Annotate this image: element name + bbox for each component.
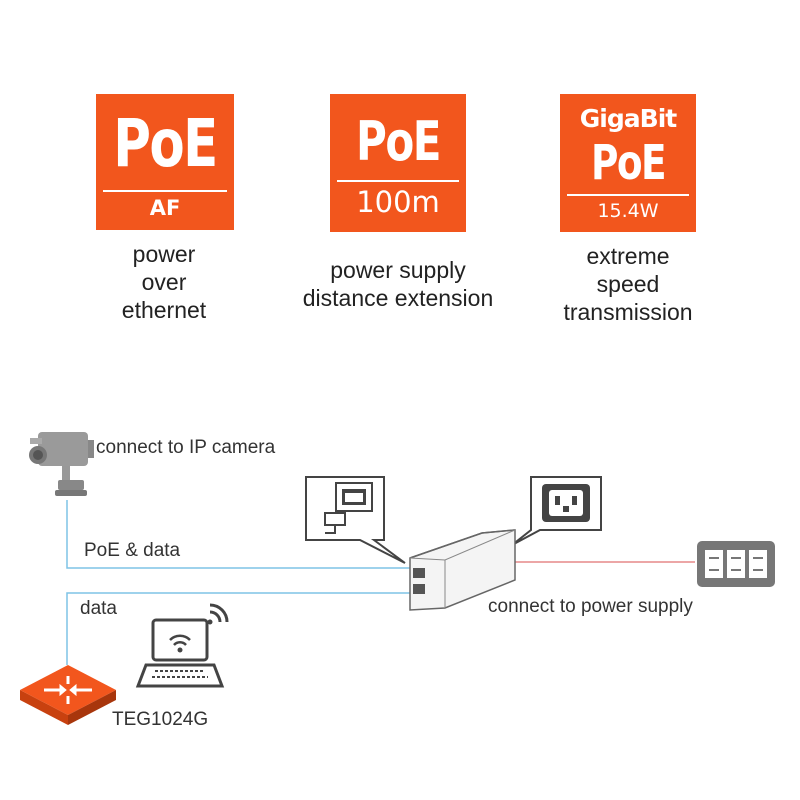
power-socket-callout [511,476,602,546]
ip-camera-icon [29,432,94,496]
poe-100m-badge: PoE 100m [330,94,466,232]
badge-divider [567,194,689,196]
badge-main-text: PoE [590,135,667,191]
badge-divider [337,180,459,182]
power-supply-label: connect to power supply [488,596,693,617]
badge-sub-text: 15.4W [597,200,659,222]
data-label: data [80,598,117,619]
badge-sub-text: 100m [356,185,440,219]
badge-main-text: PoE [113,105,218,182]
wifi-icon [207,603,229,625]
rj45-port-callout [305,476,406,564]
badge-top-text: GigaBit [579,104,677,133]
poe-injector-icon [409,529,516,611]
data-line [66,592,410,665]
badge-divider [103,190,227,192]
badge-main-text: PoE [356,110,441,173]
switch-icon [20,665,116,725]
badge-sub-text: AF [149,196,181,220]
poe-data-line [66,500,410,569]
poe-af-badge: PoE AF [96,94,234,230]
switch-model-label: TEG1024G [112,709,209,730]
camera-label: connect to IP camera [96,437,276,458]
power-outlet-icon [697,541,775,587]
poe-data-label: PoE & data [84,540,181,561]
gigabit-poe-badge: GigaBit PoE 15.4W [560,94,696,232]
laptop-icon [135,618,225,688]
